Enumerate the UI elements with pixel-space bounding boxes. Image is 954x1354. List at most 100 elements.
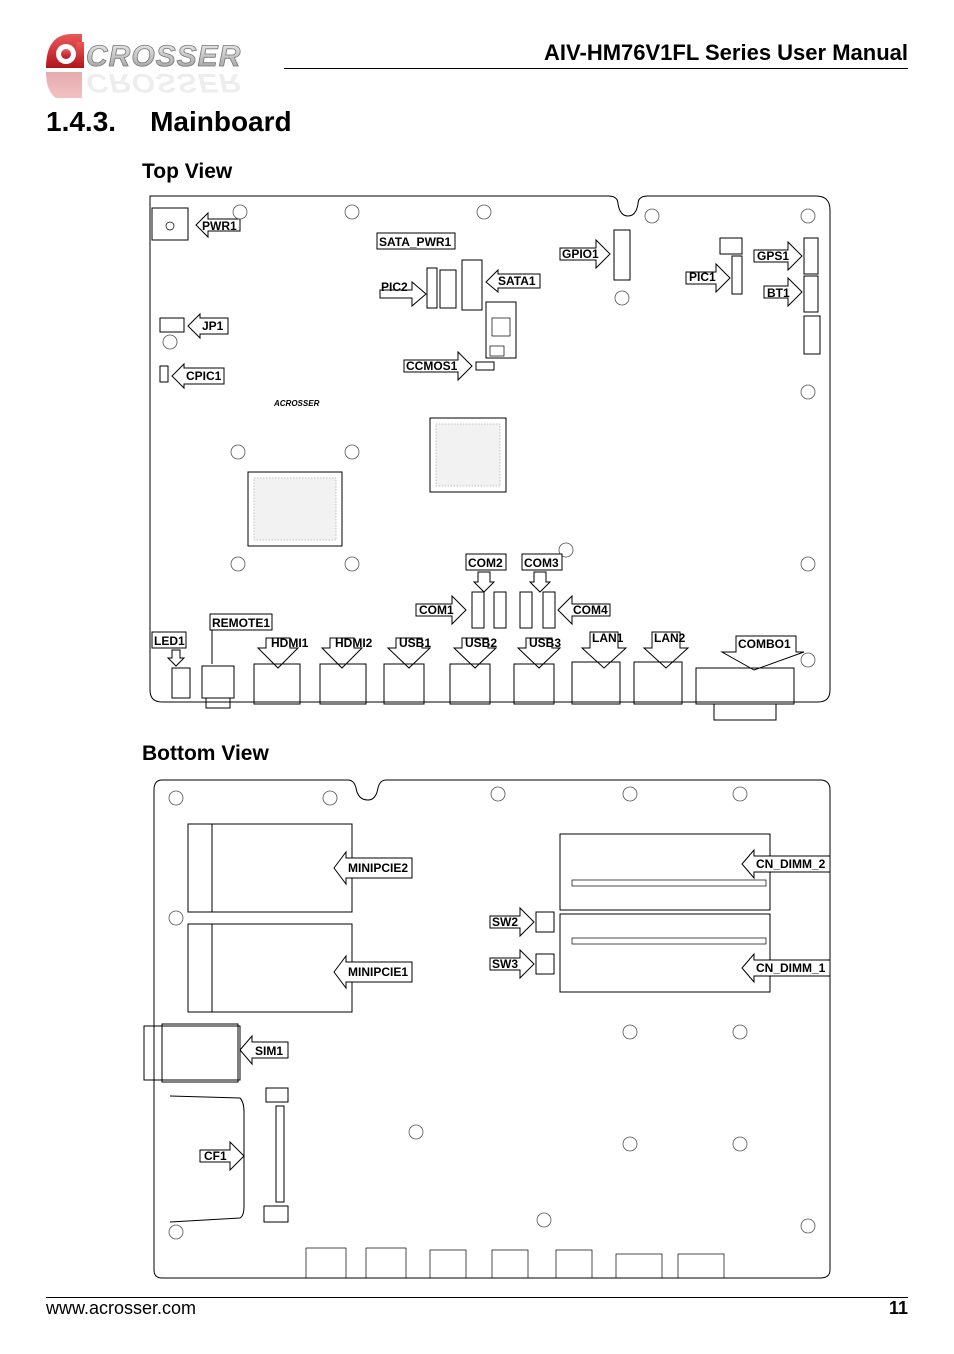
sim1-arrow xyxy=(239,1034,289,1066)
label-ccmos1: CCMOS1 xyxy=(406,359,458,373)
sw3-arrow xyxy=(489,948,535,980)
jp1-connector xyxy=(159,317,185,333)
label-usb1: USB1 xyxy=(399,636,431,650)
bottom-view-heading: Bottom View xyxy=(142,742,269,765)
hdmi1-port xyxy=(253,663,301,705)
com1-connector xyxy=(471,591,485,629)
com4-connector xyxy=(542,591,556,629)
lan2-port xyxy=(633,661,683,705)
label-minipcie1: MINIPCIE1 xyxy=(348,965,408,979)
bottom-board-outline xyxy=(153,779,831,1279)
com1-arrow xyxy=(415,594,467,626)
pic2-connector xyxy=(439,269,457,309)
label-sw3: SW3 xyxy=(492,957,518,971)
usb1-port xyxy=(383,663,425,705)
manual-title: AIV-HM76V1FL Series User Manual xyxy=(544,40,908,65)
gps1-connector xyxy=(803,237,819,275)
label-gpio1: GPIO1 xyxy=(562,247,599,261)
label-com2: COM2 xyxy=(468,556,503,570)
minipcie1-arrow xyxy=(333,954,413,990)
lan1-port xyxy=(571,661,621,705)
com3-arrow xyxy=(528,571,552,593)
label-led1: LED1 xyxy=(154,634,185,648)
footer-divider xyxy=(46,1297,908,1298)
sw2-switch xyxy=(535,911,555,933)
sata-pwr1-tag xyxy=(376,232,456,250)
pic2-arrow xyxy=(379,280,427,308)
label-pic2: PIC2 xyxy=(381,280,408,294)
top-board-outline xyxy=(149,195,831,703)
jp1-arrow xyxy=(187,312,229,340)
cn-dimm-2-slot xyxy=(559,833,771,911)
pic1-arrow xyxy=(685,262,731,294)
label-lan1: LAN1 xyxy=(592,631,624,645)
label-hdmi1: HDMI1 xyxy=(271,636,309,650)
remote1-connector xyxy=(201,665,235,699)
cf1-arrow xyxy=(199,1140,245,1172)
label-cpic1: CPIC1 xyxy=(186,369,222,383)
label-usb2: USB2 xyxy=(465,636,497,650)
label-jp1: JP1 xyxy=(202,319,224,333)
header-divider xyxy=(284,68,908,69)
ccmos1-arrow xyxy=(403,350,473,382)
usb3-port xyxy=(513,663,555,705)
svg-text:CROSSER: CROSSER xyxy=(86,40,241,73)
com4-arrow xyxy=(557,594,611,626)
sim1-slot xyxy=(161,1023,239,1083)
section-heading: 1.4.3. Mainboard xyxy=(46,106,292,138)
bt1-connector xyxy=(803,275,819,313)
label-pic1: PIC1 xyxy=(689,270,716,284)
gpio1-connector xyxy=(613,229,631,281)
com2-connector xyxy=(493,591,507,629)
label-remote1: REMOTE1 xyxy=(212,616,270,630)
label-minipcie2: MINIPCIE2 xyxy=(348,861,408,875)
section-number: 1.4.3. xyxy=(46,106,117,137)
chipset-bga xyxy=(429,417,507,493)
pwr1-connector xyxy=(151,207,189,241)
led1-connector xyxy=(171,667,191,699)
cpic1-connector xyxy=(159,365,169,383)
bottom-edge-footprints xyxy=(305,1247,725,1279)
label-sim1: SIM1 xyxy=(255,1044,283,1058)
page-number: 11 xyxy=(888,1298,908,1318)
label-hdmi2: HDMI2 xyxy=(335,636,373,650)
label-com4: COM4 xyxy=(573,603,608,617)
cf1-slot xyxy=(169,1095,245,1223)
minipcie1-slot xyxy=(211,923,353,1013)
label-pwr1: PWR1 xyxy=(202,219,237,233)
minipcie2-arrow xyxy=(333,850,413,886)
label-cn-dimm-2: CN_DIMM_2 xyxy=(756,857,826,871)
usb2-port xyxy=(449,663,491,705)
cn-dimm-1-slot xyxy=(559,913,771,993)
sata1-arrow xyxy=(485,268,541,294)
combo1-port xyxy=(695,667,795,705)
footer-url[interactable]: www.acrosser.com xyxy=(46,1298,197,1318)
hdmi2-port xyxy=(319,663,367,705)
minipcie2-slot xyxy=(211,823,353,913)
cn-dimm-1-arrow xyxy=(741,952,831,984)
screw-holes xyxy=(162,204,816,668)
label-cf1: CF1 xyxy=(204,1149,227,1163)
label-usb3: USB3 xyxy=(529,636,561,650)
com3-tag xyxy=(521,553,563,571)
svg-text:CROSSER: CROSSER xyxy=(86,67,241,97)
label-sw2: SW2 xyxy=(492,915,518,929)
bt1-arrow xyxy=(763,276,803,308)
sw3-switch xyxy=(535,953,555,975)
ccmos1-jumper xyxy=(475,361,495,371)
com2-tag xyxy=(465,553,507,571)
bottom-screw-holes xyxy=(168,786,816,1240)
pwr1-arrow xyxy=(195,211,241,239)
sw2-arrow xyxy=(489,906,535,938)
cpu-bga xyxy=(247,471,343,547)
label-com3: COM3 xyxy=(524,556,559,570)
label-bt1: BT1 xyxy=(767,286,790,300)
label-sata1: SATA1 xyxy=(498,274,536,288)
top-view-heading: Top View xyxy=(142,160,233,183)
cpic1-arrow xyxy=(171,362,225,390)
label-com1: COM1 xyxy=(419,603,454,617)
board-mark: ACROSSER xyxy=(273,399,320,408)
label-combo1: COMBO1 xyxy=(738,637,791,651)
gpio1-arrow xyxy=(559,238,611,270)
section-title: Mainboard xyxy=(150,106,292,137)
